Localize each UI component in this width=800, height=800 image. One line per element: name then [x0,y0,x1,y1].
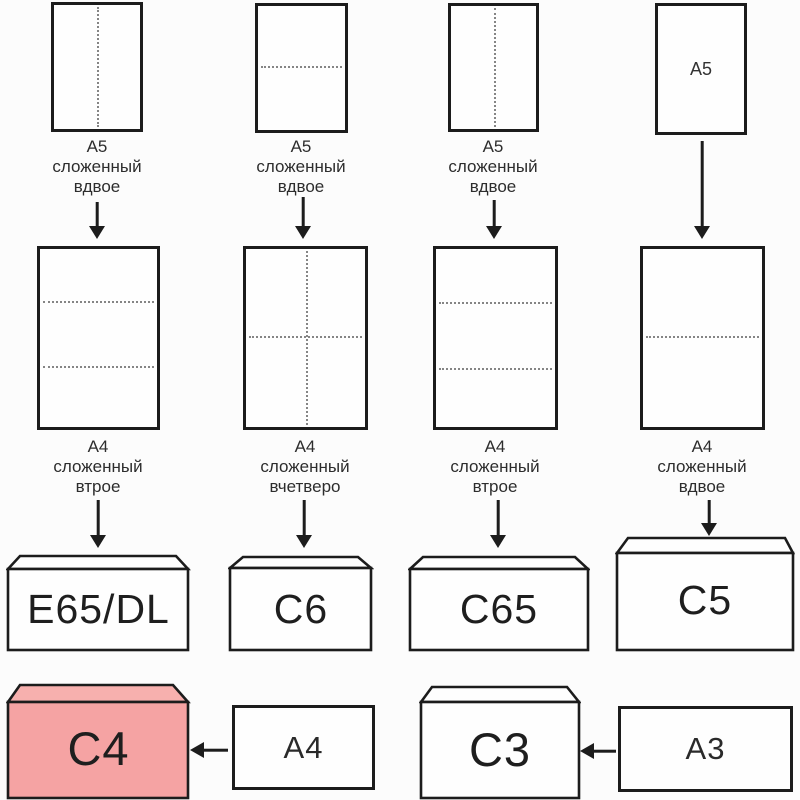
sheet-a4-col4 [640,246,765,430]
envelope-label-e65dl: E65/DL [27,586,170,632]
sheet-a5-col1 [51,2,143,132]
arrow-down-col3 [485,200,503,239]
arrow-a4-to-c4 [190,741,228,759]
arrow-down-env1 [89,500,107,548]
envelope-c5: C5 [615,534,795,653]
sheet-a4-source: A4 [232,705,375,790]
envelope-label-c4: C4 [67,721,130,775]
envelope-c65: C65 [408,553,590,653]
arrow-a3-to-c3 [580,742,616,760]
envelope-label-c65: C65 [459,586,539,632]
sheet-a5-col3 [448,3,539,132]
fold-line-vertical [97,7,99,127]
fold-line-horizontal [646,336,759,339]
envelope-label-c5: C5 [677,576,733,623]
sheet-a4-col1 [37,246,160,430]
arrow-down-col1 [88,202,106,239]
caption-a5-col1: A5 сложенный вдвое [52,137,142,196]
envelope-shape [228,555,374,652]
sheet-a5-col2 [255,3,348,133]
fold-line-horizontal [43,366,154,369]
envelope-label-c6: C6 [273,586,329,632]
envelope-shape [419,685,581,800]
envelope-e65dl: E65/DL [6,553,191,653]
envelope-shape [408,555,590,652]
sheet-a4-col3 [433,246,558,430]
fold-line-horizontal [439,302,552,305]
envelope-label-c3: C3 [468,722,532,776]
arrow-down-col2 [294,197,312,239]
fold-line-horizontal [439,368,552,371]
caption-a4-col1: A4 сложенный втрое [53,437,143,496]
envelope-c6: C6 [228,553,374,653]
sheet-a3-source: A3 [618,706,793,792]
sheet-a5-inner-label: A5 [689,58,713,79]
caption-a5-col3: A5 сложенный вдвое [448,137,538,196]
sheet-a4-source-label: A4 [283,729,324,765]
arrow-down-env3 [489,500,507,548]
arrow-down-col4 [693,141,711,239]
envelope-shape [615,536,795,652]
fold-line-horizontal [43,300,154,303]
envelope-shape [6,554,191,652]
caption-a5-col2: A5 сложенный вдвое [256,137,346,196]
sheet-a3-source-label: A3 [685,731,726,766]
envelope-c4: C4 [6,683,191,800]
caption-a4-col2: A4 сложенный вчетверо [260,437,350,496]
fold-line-vertical [305,251,308,425]
fold-line-horizontal [261,65,342,68]
envelope-c3: C3 [419,685,581,800]
caption-a4-col3: A4 сложенный втрое [450,437,540,496]
fold-line-vertical [493,8,496,127]
caption-a4-col4: A4 сложенный вдвое [657,437,747,496]
sheet-a4-col2 [243,246,368,430]
arrow-down-env4 [700,500,718,536]
sheet-a5-col4: A5 [655,3,747,135]
envelope-shape [6,683,191,800]
arrow-down-env2 [295,500,313,548]
